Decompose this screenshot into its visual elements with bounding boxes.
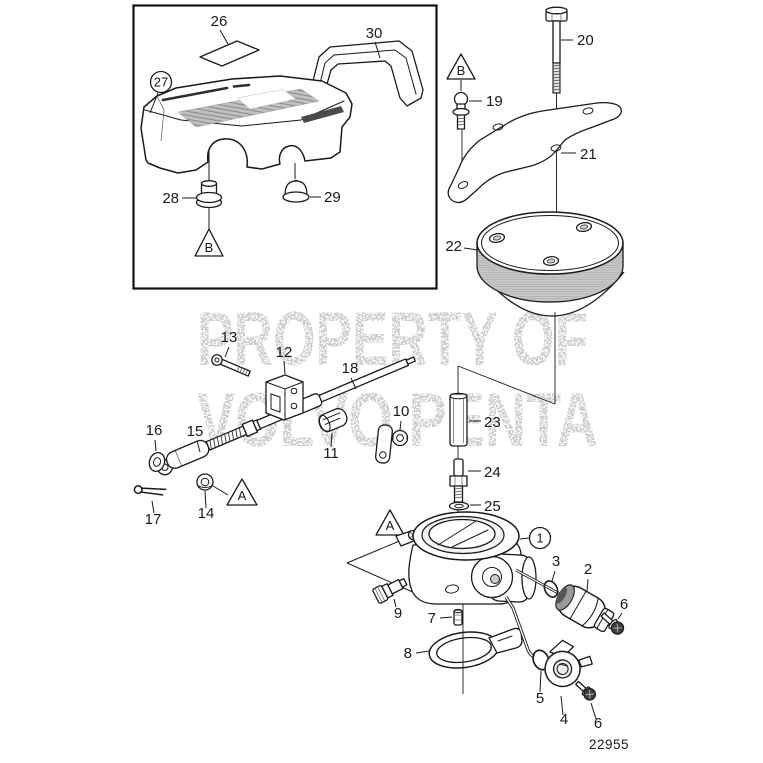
stud-stack: 23 24 25 bbox=[448, 392, 501, 515]
callout-11-label: 11 bbox=[323, 445, 339, 462]
throttle-body-assembly: A 1 bbox=[346, 509, 628, 732]
air-filter-22: 22 bbox=[445, 211, 625, 317]
watermark: PROPERTY OF VOLVO PENTA bbox=[197, 297, 598, 463]
callout-22-label: 22 bbox=[445, 238, 462, 255]
ball-stud-19: 19 bbox=[452, 91, 503, 130]
callout-18-label: 18 bbox=[342, 360, 359, 377]
cover-logo-strip bbox=[301, 106, 344, 123]
callout-23-label: 23 bbox=[484, 414, 501, 431]
view-triangle-a-cable: A bbox=[226, 478, 258, 506]
gasket-8: 8 bbox=[404, 627, 523, 669]
washer-16: 16 bbox=[146, 422, 166, 472]
callout-3-label: 3 bbox=[552, 553, 560, 570]
cover-band-window bbox=[236, 89, 297, 110]
pin-7: 7 bbox=[428, 608, 463, 627]
callout-6-upper-label: 6 bbox=[620, 596, 628, 613]
sensor-4: 4 bbox=[544, 639, 593, 728]
callout-8-label: 8 bbox=[404, 645, 412, 662]
inset-engine-cover-view: 26 30 27 bbox=[132, 4, 438, 290]
nut-10: 10 bbox=[391, 403, 410, 447]
bolt-20: 20 bbox=[545, 6, 594, 94]
callout-10-label: 10 bbox=[393, 403, 410, 420]
view-a-label-body: A bbox=[386, 518, 395, 533]
view-triangle-a-body: A bbox=[375, 509, 405, 536]
callout-19-label: 19 bbox=[486, 93, 503, 110]
callout-9-label: 9 bbox=[394, 605, 402, 622]
throttle-cable-assembly: 18 16 15 17 14 A bbox=[133, 329, 416, 528]
callout-29-label: 29 bbox=[324, 189, 341, 206]
filter-lid-holes bbox=[488, 221, 593, 266]
callout-24-label: 24 bbox=[484, 464, 501, 481]
throttle-body-1: 1 bbox=[395, 511, 552, 605]
callout-17-label: 17 bbox=[145, 511, 162, 528]
bolt-13: 13 bbox=[211, 329, 251, 377]
spacer-23: 23 bbox=[449, 392, 501, 447]
callout-25-label: 25 bbox=[484, 498, 501, 515]
callout-14-label: 14 bbox=[198, 505, 215, 522]
callout-21-label: 21 bbox=[580, 146, 597, 163]
callout-4-label: 4 bbox=[560, 711, 568, 728]
grommet-28: 28 bbox=[162, 150, 223, 229]
view-b-label: B bbox=[205, 240, 214, 255]
locknut-14: 14 bbox=[196, 473, 229, 522]
view-triangle-b-inset: B bbox=[194, 228, 224, 257]
callout-20-label: 20 bbox=[577, 32, 594, 49]
view-b-label-top: B bbox=[457, 63, 466, 78]
tab-bracket bbox=[374, 424, 394, 464]
callout-27-label: 27 bbox=[154, 75, 168, 90]
callout-1-label: 1 bbox=[536, 531, 543, 546]
screw-6-upper: 6 bbox=[600, 596, 628, 635]
callout-6-lower-label: 6 bbox=[594, 715, 602, 732]
o-ring-3: 3 bbox=[543, 553, 560, 598]
callout-7-label: 7 bbox=[428, 610, 436, 627]
bracket-21: 21 bbox=[447, 101, 622, 204]
engine-cover-27: 27 bbox=[140, 70, 353, 174]
washer-25: 25 bbox=[448, 498, 501, 515]
callout-28-label: 28 bbox=[162, 190, 179, 207]
view-a-label-cable: A bbox=[238, 488, 247, 503]
grommet-29: 29 bbox=[282, 163, 341, 206]
callout-2-label: 2 bbox=[584, 561, 592, 578]
decal-26 bbox=[199, 40, 260, 67]
callout-16-label: 16 bbox=[146, 422, 163, 439]
callout-26-label: 26 bbox=[211, 13, 228, 30]
callout-30-label: 30 bbox=[366, 25, 383, 42]
screw-6-lower: 6 bbox=[575, 680, 602, 732]
callout-12-label: 12 bbox=[276, 344, 293, 361]
air-filter-assembly: 20 B 19 21 bbox=[445, 6, 625, 317]
drawing-number: 22955 bbox=[589, 737, 629, 752]
callout-15-label: 15 bbox=[187, 423, 204, 440]
plug-9: 9 bbox=[372, 577, 408, 622]
clamp-12: 12 bbox=[265, 344, 304, 421]
sensor-2: 2 bbox=[555, 561, 615, 633]
callout-5-label: 5 bbox=[536, 690, 544, 707]
stud-24: 24 bbox=[449, 458, 501, 503]
callout-13-label: 13 bbox=[221, 329, 238, 346]
bushing-11: 11 bbox=[318, 408, 348, 462]
callout-1-bubble bbox=[528, 526, 552, 550]
callout-27-bubble bbox=[149, 70, 173, 94]
view-triangle-b-top: B bbox=[446, 53, 476, 91]
cotter-clip-17: 17 bbox=[133, 485, 167, 528]
